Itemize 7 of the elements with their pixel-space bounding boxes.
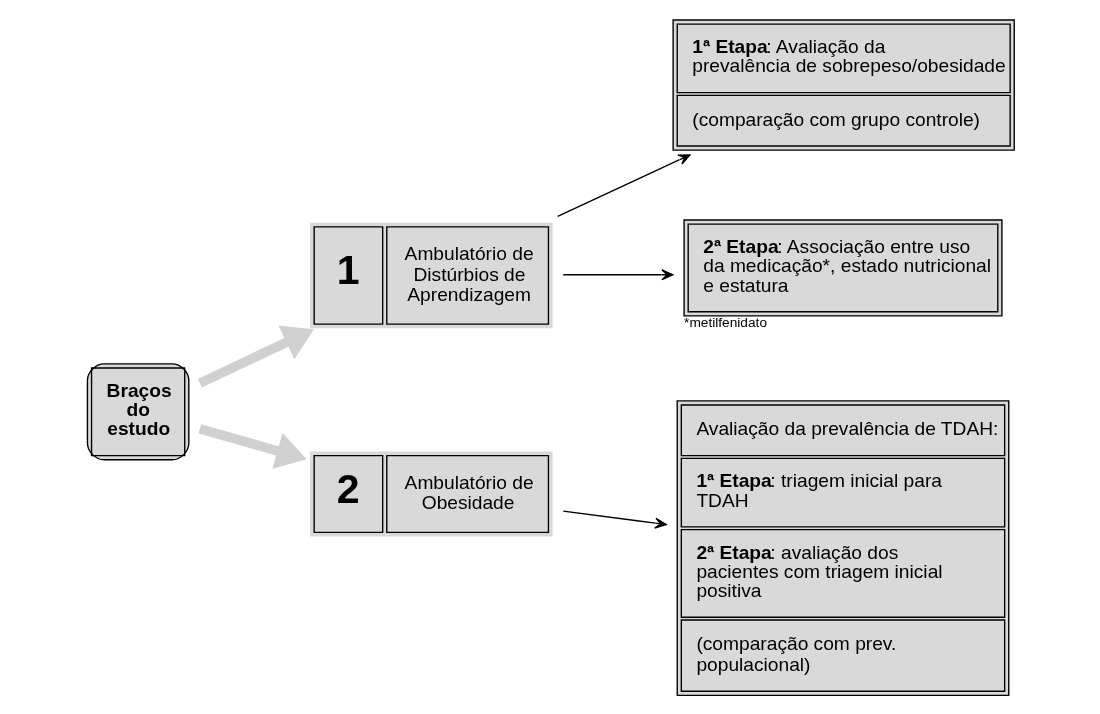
arrow xyxy=(562,510,667,529)
arrow xyxy=(198,424,307,469)
node-box: 1 Ambulatório de Distúrbios de Aprendizagem xyxy=(309,222,553,329)
node-label: *metilfenidato xyxy=(683,314,767,330)
arrow xyxy=(197,325,314,388)
arrow xyxy=(556,154,691,218)
arrow xyxy=(562,269,674,281)
